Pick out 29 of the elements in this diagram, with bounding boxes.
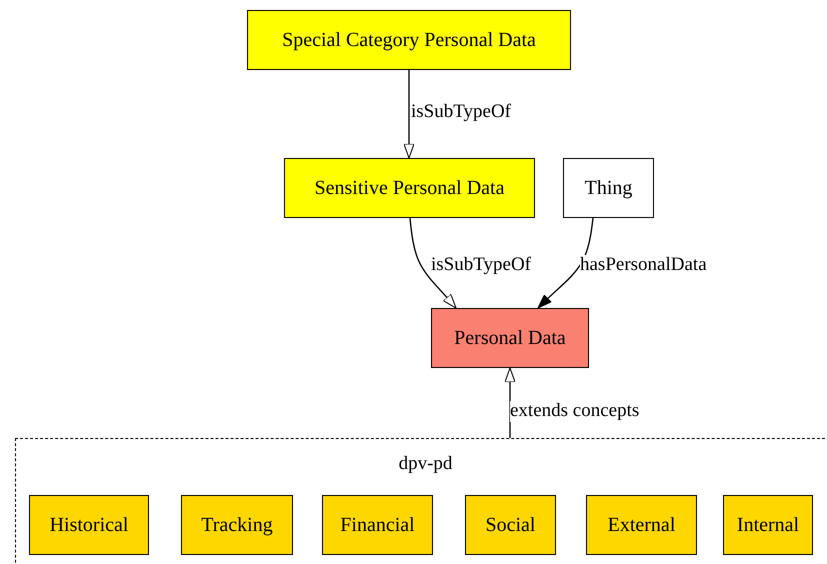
class-box [723,495,813,555]
cluster-frame [15,438,827,564]
class-box [247,10,571,70]
box-label: Historical [50,514,128,536]
edge-label: isSubTypeOf [411,102,512,123]
class-box [284,158,535,218]
edge-label: extends concepts [510,401,640,422]
box-label: Sensitive Personal Data [314,176,504,200]
class-box [29,495,149,555]
cluster-title: dpv-pd [398,453,454,475]
class-box [465,495,556,555]
class-box [322,495,433,555]
class-box [563,158,654,218]
class-box [181,495,293,555]
box-label: External [608,514,676,536]
class-box [586,495,697,555]
arrow [404,70,414,158]
box-label: Special Category Personal Data [282,28,536,52]
class-box [431,308,589,368]
arrow [538,218,594,308]
box-label: Internal [736,514,800,536]
box-label: Social [486,514,536,536]
edge-label: isSubTypeOf [431,255,532,276]
box-label: Thing [584,176,632,200]
arrow [409,218,456,308]
box-label: Tracking [201,514,273,536]
box-label: Personal Data [454,326,566,350]
arrow [504,368,516,438]
box-label: Financial [340,514,415,536]
